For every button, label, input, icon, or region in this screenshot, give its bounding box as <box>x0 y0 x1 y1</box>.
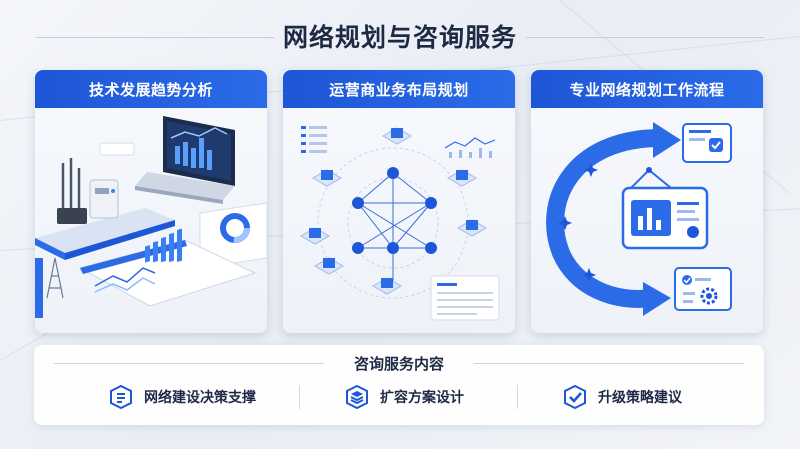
services-panel: 咨询服务内容 网络建设决策支撑 扩容方案设计 <box>34 345 764 425</box>
service-label: 升级策略建议 <box>598 390 682 406</box>
antenna-icon <box>57 158 87 224</box>
title-rule-left <box>36 37 274 38</box>
service-item-expansion-design: 扩容方案设计 <box>344 381 464 413</box>
service-divider <box>517 385 518 409</box>
donut-widget <box>199 202 267 269</box>
legend-list <box>301 126 327 153</box>
bar-chart-panel-icon <box>621 167 709 250</box>
panel-rule-right <box>474 363 744 364</box>
title-wrap: 网络规划与咨询服务 <box>0 18 800 54</box>
sparkle-icons <box>558 163 598 282</box>
card-tech-trend: 技术发展趋势分析 <box>35 70 267 333</box>
card-workflow: 专业网络规划工作流程 <box>531 70 763 333</box>
services-title: 咨询服务内容 <box>353 355 444 373</box>
check-document-icon <box>682 123 732 163</box>
gear-document-icon <box>674 267 732 311</box>
card-operator-layout: 运营商业务布局规划 <box>283 70 515 333</box>
laptop-icon <box>135 116 235 204</box>
tower-icon <box>46 257 64 299</box>
platform <box>35 208 175 253</box>
tech-trend-illustration <box>35 116 267 318</box>
network-topology-illustration <box>299 126 500 321</box>
platform-edge <box>35 238 65 260</box>
card-illustration <box>531 108 763 333</box>
card-illustration <box>35 108 267 333</box>
card-title: 专业网络规划工作流程 <box>531 70 763 108</box>
workflow-illustration <box>546 122 732 316</box>
router-icon <box>89 179 119 219</box>
page-title: 网络规划与咨询服务 <box>282 23 517 52</box>
card-illustration <box>283 108 515 333</box>
iso-tiles <box>299 127 488 295</box>
dashboard-panel <box>78 228 257 307</box>
network-links <box>357 172 432 283</box>
network-nodes <box>352 167 437 254</box>
title-rule-right <box>526 37 764 38</box>
arrow-head-top <box>653 122 681 158</box>
shield-check-icon <box>562 384 588 410</box>
info-table <box>430 275 500 321</box>
workflow-arc-arrow <box>546 129 670 308</box>
card-title: 技术发展趋势分析 <box>35 70 267 108</box>
platform-edge <box>65 220 175 260</box>
arrow-head-bottom <box>643 282 671 316</box>
service-divider <box>299 385 300 409</box>
service-label: 扩容方案设计 <box>380 390 464 406</box>
mini-card <box>99 142 135 156</box>
service-label: 网络建设决策支撑 <box>144 390 256 406</box>
layers-box-icon <box>344 384 370 410</box>
service-item-decision-support: 网络建设决策支撑 <box>108 381 256 413</box>
mini-line-chart <box>444 137 496 158</box>
panel-rule-left <box>54 363 324 364</box>
document-list-icon <box>108 384 134 410</box>
card-title: 运营商业务布局规划 <box>283 70 515 108</box>
service-item-upgrade-strategy: 升级策略建议 <box>562 381 682 413</box>
side-strip <box>35 258 43 318</box>
